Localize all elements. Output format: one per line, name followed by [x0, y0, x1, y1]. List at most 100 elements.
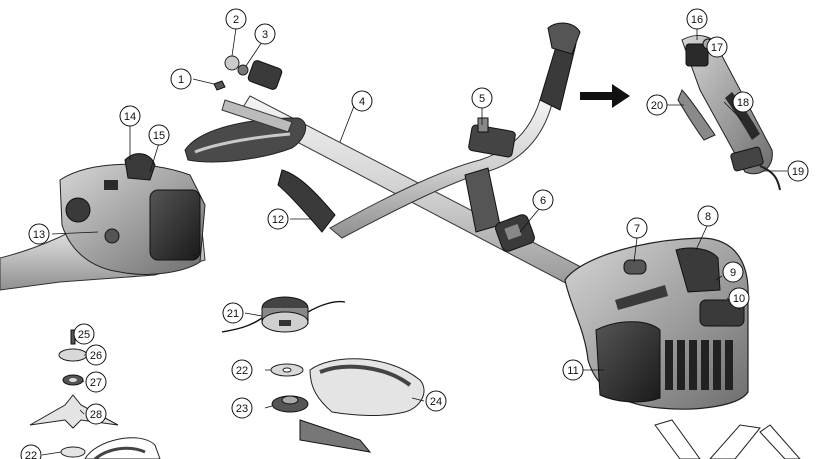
- callout-number: 1: [178, 74, 184, 86]
- callout-c26: 26: [85, 344, 107, 366]
- callout-c8: 8: [697, 205, 719, 227]
- callout-number: 8: [705, 211, 711, 223]
- trimmer-head-detail: [221, 296, 346, 333]
- callout-circle: [267, 208, 289, 230]
- callout-circle: [562, 359, 584, 381]
- callout-number: 10: [733, 293, 745, 305]
- callout-c15: 15: [148, 124, 170, 146]
- callout-c22: 22: [231, 359, 253, 381]
- callout-c9: 9: [722, 261, 744, 283]
- callout-number: 14: [124, 111, 136, 123]
- callout-c24: 24: [425, 390, 447, 412]
- callout-number: 27: [90, 377, 102, 389]
- throttle-handle-detail: [677, 35, 781, 191]
- callout-number: 22: [25, 450, 37, 459]
- callout-circle: [73, 323, 95, 345]
- blade-stack: [29, 329, 119, 458]
- arrow-icon: [580, 84, 630, 108]
- callout-circle: [231, 359, 253, 381]
- callout-circle: [20, 444, 42, 459]
- callout-circle: [85, 344, 107, 366]
- callout-number: 22: [236, 365, 248, 377]
- callout-number: 20: [651, 100, 663, 112]
- callout-c12: 12: [267, 208, 289, 230]
- callout-c4: 4: [351, 90, 373, 112]
- callout-circle: [732, 91, 754, 113]
- callout-c19: 19: [787, 160, 809, 182]
- callout-c16: 16: [686, 8, 708, 30]
- engine-side-detail: [0, 153, 206, 291]
- leader-lines: [41, 27, 787, 456]
- callout-circle: [425, 390, 447, 412]
- callout-number: 18: [737, 97, 749, 109]
- washer-22: [270, 363, 304, 377]
- engine-unit: [564, 237, 749, 410]
- callout-circle: [148, 124, 170, 146]
- callout-circle: [728, 287, 750, 309]
- callout-c25: 25: [73, 323, 95, 345]
- callout-circle: [170, 68, 192, 90]
- callout-circle: [85, 371, 107, 393]
- callout-c11: 11: [562, 359, 584, 381]
- callout-number: 24: [430, 396, 442, 408]
- callout-c23: 23: [231, 397, 253, 419]
- callout-number: 2: [233, 14, 239, 26]
- callout-c20: 20: [646, 94, 668, 116]
- callout-number: 13: [33, 229, 45, 241]
- callout-circle: [686, 8, 708, 30]
- callout-number: 23: [236, 403, 248, 415]
- callout-number: 12: [272, 214, 284, 226]
- callout-circle: [119, 105, 141, 127]
- top-guard-assembly: [184, 55, 307, 163]
- callout-c13: 13: [28, 223, 50, 245]
- callout-circle: [222, 302, 244, 324]
- callout-circle: [28, 223, 50, 245]
- callout-circle: [646, 94, 668, 116]
- blade-guard-partial: [84, 437, 161, 459]
- callout-number: 28: [90, 409, 102, 421]
- callout-number: 9: [730, 267, 736, 279]
- callout-circle: [85, 403, 107, 425]
- callout-number: 26: [90, 350, 102, 362]
- callout-c10: 10: [728, 287, 750, 309]
- callout-circle: [231, 397, 253, 419]
- callout-c7: 7: [626, 217, 648, 239]
- callout-c1: 1: [170, 68, 192, 90]
- callout-c5: 5: [471, 87, 493, 109]
- callout-circle: [706, 36, 728, 58]
- callout-circle: [787, 160, 809, 182]
- callout-c22b: 22: [20, 444, 42, 459]
- callout-c18: 18: [732, 91, 754, 113]
- callout-number: 4: [359, 96, 365, 108]
- callout-number: 11: [567, 365, 578, 377]
- handlebar: [277, 22, 581, 239]
- nut-23: [271, 395, 309, 413]
- callout-circle: [351, 90, 373, 112]
- guard-24: [299, 358, 425, 453]
- callout-number: 17: [711, 42, 723, 54]
- throttle-clamp: [495, 214, 535, 252]
- callout-c14: 14: [119, 105, 141, 127]
- callout-c27: 27: [85, 371, 107, 393]
- callout-number: 16: [691, 14, 703, 26]
- callout-number: 7: [634, 223, 640, 235]
- callout-number: 6: [540, 195, 546, 207]
- callout-circle: [471, 87, 493, 109]
- callout-number: 21: [227, 308, 239, 320]
- callout-c21: 21: [222, 302, 244, 324]
- callout-circle: [225, 8, 247, 30]
- callout-c17: 17: [706, 36, 728, 58]
- callout-circle: [532, 189, 554, 211]
- callout-number: 25: [78, 329, 90, 341]
- callout-circle: [254, 23, 276, 45]
- callout-c2: 2: [225, 8, 247, 30]
- callout-number: 5: [479, 93, 485, 105]
- callout-c3: 3: [254, 23, 276, 45]
- harness-partial: [654, 419, 801, 459]
- callout-c6: 6: [532, 189, 554, 211]
- callout-circle: [722, 261, 744, 283]
- callout-c28: 28: [85, 403, 107, 425]
- callout-circle: [626, 217, 648, 239]
